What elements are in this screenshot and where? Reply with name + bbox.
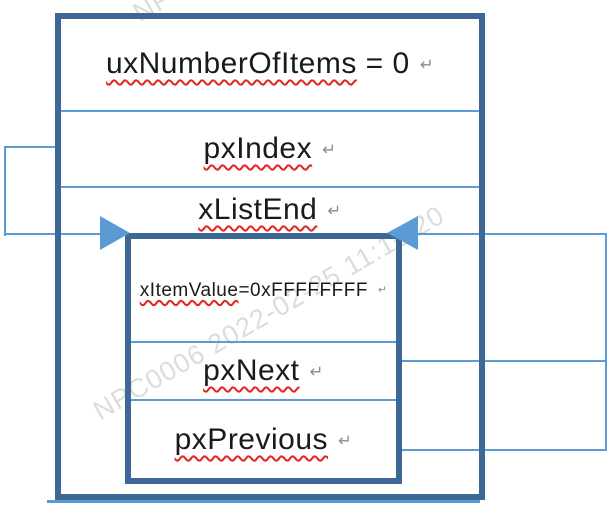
linebreak-mark-icon: ↵ (322, 140, 337, 159)
field-label: uxNumberOfItems (105, 47, 357, 80)
inner-row-divider-1 (131, 341, 396, 343)
linebreak-mark-icon: ↵ (309, 362, 324, 381)
field-pxnext: pxNext ↵ (131, 344, 396, 398)
field-uxnumberofitems: uxNumberOfItems = 0 ↵ (61, 19, 479, 109)
linebreak-mark-icon: ↵ (327, 201, 342, 220)
listend-item-inner-box (125, 233, 402, 484)
field-pxindex: pxIndex ↵ (61, 113, 479, 185)
field-label: xListEnd (198, 193, 318, 226)
field-xlistend: xListEnd ↵ (61, 189, 479, 231)
pxprevious-connector-line-horizontal (402, 449, 607, 451)
inner-row-divider-2 (131, 399, 396, 401)
field-label: xItemValue (139, 279, 239, 301)
linebreak-mark-icon: ↵ (419, 55, 435, 74)
field-pxprevious: pxPrevious ↵ (131, 402, 396, 478)
listend-connector-line-horizontal-top (417, 233, 607, 235)
field-label: pxPrevious (174, 423, 329, 456)
field-label: pxNext (203, 354, 300, 387)
linebreak-mark-icon: ↵ (377, 284, 388, 296)
list-structure-outer-box (55, 13, 485, 500)
arrowhead-right-icon (100, 216, 130, 250)
field-value: = 0 (356, 47, 410, 80)
field-value: =0xFFFFFFFF (238, 279, 368, 301)
pxindex-connector-line-horizontal-bottom (4, 233, 100, 235)
pxindex-connector-line-horizontal-top (4, 146, 57, 148)
field-label: pxIndex (203, 132, 313, 165)
right-connector-line-vertical (605, 233, 607, 451)
arrowhead-left-icon (387, 216, 418, 250)
linebreak-mark-icon: ↵ (338, 431, 353, 450)
outer-row-divider-1 (61, 110, 479, 112)
pxnext-connector-line-horizontal (402, 360, 607, 362)
pxindex-connector-line-vertical (4, 146, 6, 236)
field-xitemvalue: xItemValue=0xFFFFFFFF ↵ (131, 240, 396, 340)
outer-row-divider-2 (61, 186, 479, 188)
outer-box-bottom-shadow-line (47, 500, 480, 503)
